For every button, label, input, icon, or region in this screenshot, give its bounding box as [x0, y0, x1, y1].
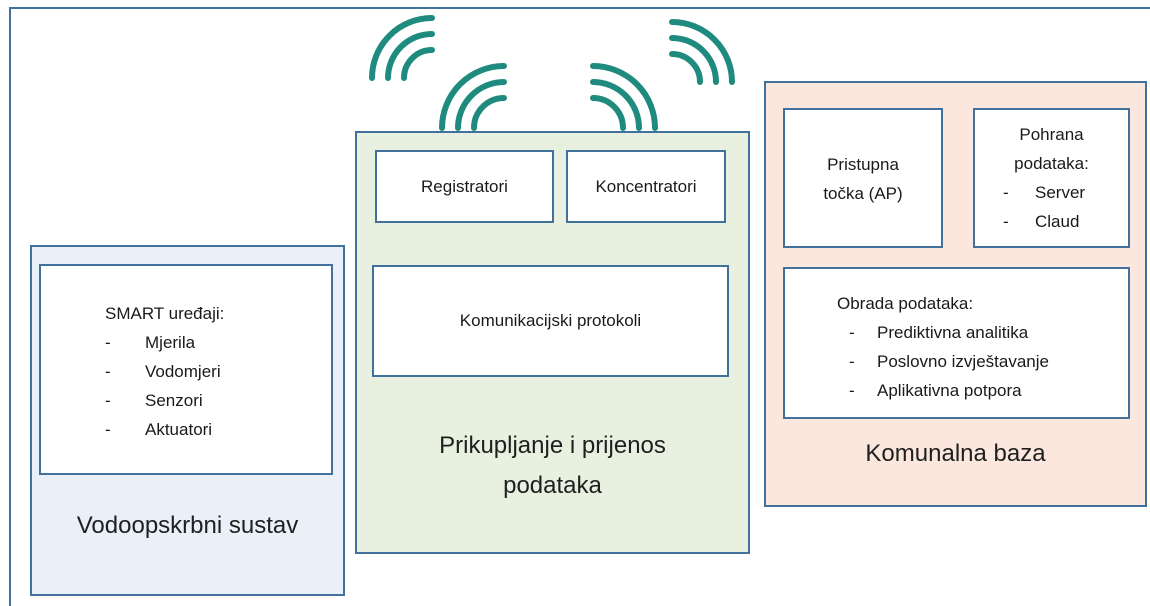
- collection-panel: Registratori Koncentratori Komunikacijsk…: [355, 131, 750, 554]
- water-system-title: Vodoopskrbni sustav: [76, 512, 299, 539]
- list-item: -Poslovno izvještavanje: [849, 347, 1119, 376]
- registrators-box: Registratori: [375, 150, 554, 223]
- smart-devices-heading: SMART uređaji:: [105, 304, 225, 323]
- storage-heading-line1: Pohrana: [1019, 125, 1084, 144]
- list-item: -Senzori: [105, 386, 305, 415]
- list-item: -Server: [1003, 178, 1123, 207]
- list-marker: -: [849, 323, 855, 342]
- wireless-signals: [369, 15, 735, 131]
- smart-devices-list: -Mjerila -Vodomjeri -Senzori -Aktuatori: [105, 328, 305, 444]
- list-item: -Aktuatori: [105, 415, 305, 444]
- list-marker: -: [849, 352, 855, 371]
- utility-title: Komunalna baza: [865, 440, 1046, 467]
- list-item: -Mjerila: [105, 328, 305, 357]
- wifi-wave-icon: [439, 63, 507, 131]
- wifi-wave-icon: [369, 15, 435, 81]
- list-marker: -: [105, 391, 111, 410]
- list-marker: -: [1003, 212, 1009, 231]
- wifi-wave-icon: [590, 63, 658, 131]
- collection-title-line2: podataka: [503, 472, 602, 499]
- list-item: -Prediktivna analitika: [849, 318, 1119, 347]
- list-item: -Claud: [1003, 207, 1123, 236]
- concentrators-box: Koncentratori: [566, 150, 726, 223]
- storage-heading-line2: podataka:: [1014, 154, 1089, 173]
- water-system-panel: SMART uređaji: -Mjerila -Vodomjeri -Senz…: [30, 245, 345, 596]
- access-point-line2: točka (AP): [823, 184, 903, 203]
- processing-list: -Prediktivna analitika -Poslovno izvješt…: [849, 318, 1119, 405]
- processing-heading: Obrada podataka:: [837, 294, 974, 313]
- registrators-label: Registratori: [421, 176, 508, 196]
- access-point-box: Pristupna točka (AP): [783, 108, 943, 248]
- concentrators-label: Koncentratori: [595, 176, 697, 196]
- list-item: -Vodomjeri: [105, 357, 305, 386]
- access-point-line1: Pristupna: [827, 155, 899, 174]
- smart-devices-box: SMART uređaji: -Mjerila -Vodomjeri -Senz…: [39, 264, 333, 475]
- list-marker: -: [105, 420, 111, 439]
- outer-frame-left: [9, 7, 11, 606]
- utility-panel: Pristupna točka (AP) Pohrana podataka: -…: [764, 81, 1147, 507]
- wifi-wave-icon: [669, 19, 735, 85]
- collection-title-line1: Prikupljanje i prijenos: [439, 432, 666, 459]
- list-marker: -: [849, 381, 855, 400]
- storage-list: -Server -Claud: [1003, 178, 1123, 236]
- list-marker: -: [1003, 183, 1009, 202]
- protocols-box: Komunikacijski protokoli: [372, 265, 729, 377]
- list-marker: -: [105, 333, 111, 352]
- protocols-label: Komunikacijski protokoli: [459, 311, 642, 330]
- list-marker: -: [105, 362, 111, 381]
- list-item: -Aplikativna potpora: [849, 376, 1119, 405]
- processing-box: Obrada podataka: -Prediktivna analitika …: [783, 267, 1130, 419]
- storage-box: Pohrana podataka: -Server -Claud: [973, 108, 1130, 248]
- outer-frame-top: [9, 7, 1150, 9]
